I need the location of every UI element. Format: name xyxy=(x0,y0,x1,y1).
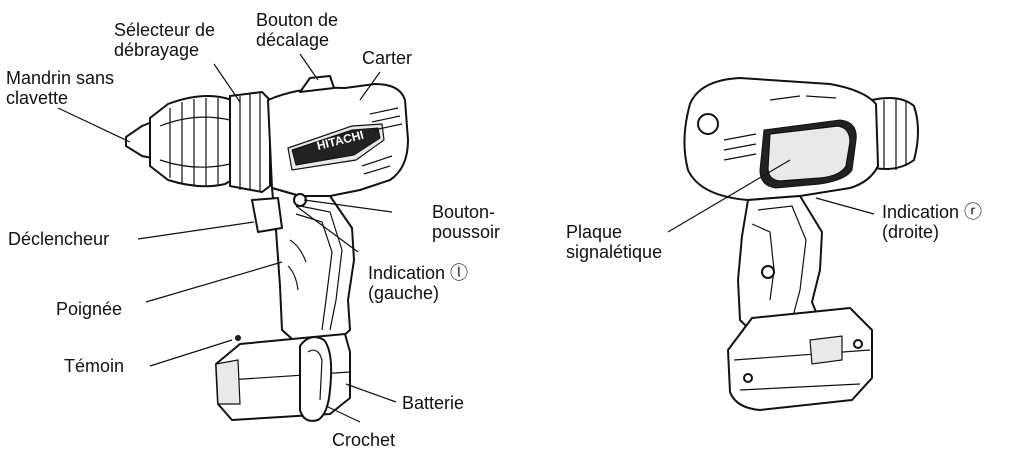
label-clutch-selector-line2: débrayage xyxy=(114,40,215,60)
label-trigger-text: Déclencheur xyxy=(8,229,109,249)
label-keyless-chuck-line1: Mandrin sans xyxy=(6,68,114,88)
label-indication-right-line1: Indication ⓡ xyxy=(882,202,982,222)
label-handle-text: Poignée xyxy=(56,299,122,319)
label-indicator-text: Témoin xyxy=(64,356,124,376)
label-push-button-line1: Bouton- xyxy=(432,202,500,222)
label-indication-right: Indication ⓡ (droite) xyxy=(882,202,982,242)
label-keyless-chuck: Mandrin sans clavette xyxy=(6,68,114,108)
label-hook-text: Crochet xyxy=(332,430,395,450)
label-trigger: Déclencheur xyxy=(8,229,109,249)
label-indication-left-line2: (gauche) xyxy=(368,283,468,303)
label-rating-plate: Plaque signalétique xyxy=(566,222,662,262)
label-battery: Batterie xyxy=(402,393,464,413)
label-clutch-selector: Sélecteur de débrayage xyxy=(114,20,215,60)
label-rating-plate-line2: signalétique xyxy=(566,242,662,262)
label-hook: Crochet xyxy=(332,430,395,450)
trigger xyxy=(252,198,282,232)
rating-plate xyxy=(768,126,850,181)
label-handle: Poignée xyxy=(56,299,122,319)
chuck-tip xyxy=(126,122,152,158)
label-push-button-line2: poussoir xyxy=(432,222,500,242)
label-keyless-chuck-line2: clavette xyxy=(6,88,114,108)
drill-left: HITACHI xyxy=(126,76,408,421)
label-clutch-selector-line1: Sélecteur de xyxy=(114,20,215,40)
label-rating-plate-line1: Plaque xyxy=(566,222,662,242)
chuck-right xyxy=(872,98,918,169)
label-housing-text: Carter xyxy=(362,48,412,68)
label-shift-button-line2: décalage xyxy=(256,30,338,50)
label-indicator: Témoin xyxy=(64,356,124,376)
handle xyxy=(272,188,354,346)
label-push-button: Bouton- poussoir xyxy=(432,202,500,242)
label-indication-right-line2: (droite) xyxy=(882,222,982,242)
belt-hook xyxy=(300,337,331,421)
label-housing: Carter xyxy=(362,48,412,68)
label-indication-left-line1: Indication ⓛ xyxy=(368,263,468,283)
label-battery-text: Batterie xyxy=(402,393,464,413)
label-shift-button: Bouton de décalage xyxy=(256,10,338,50)
keyless-chuck xyxy=(150,96,232,186)
label-shift-button-line1: Bouton de xyxy=(256,10,338,30)
drill-right xyxy=(684,78,918,410)
label-indication-left: Indication ⓛ (gauche) xyxy=(368,263,468,303)
